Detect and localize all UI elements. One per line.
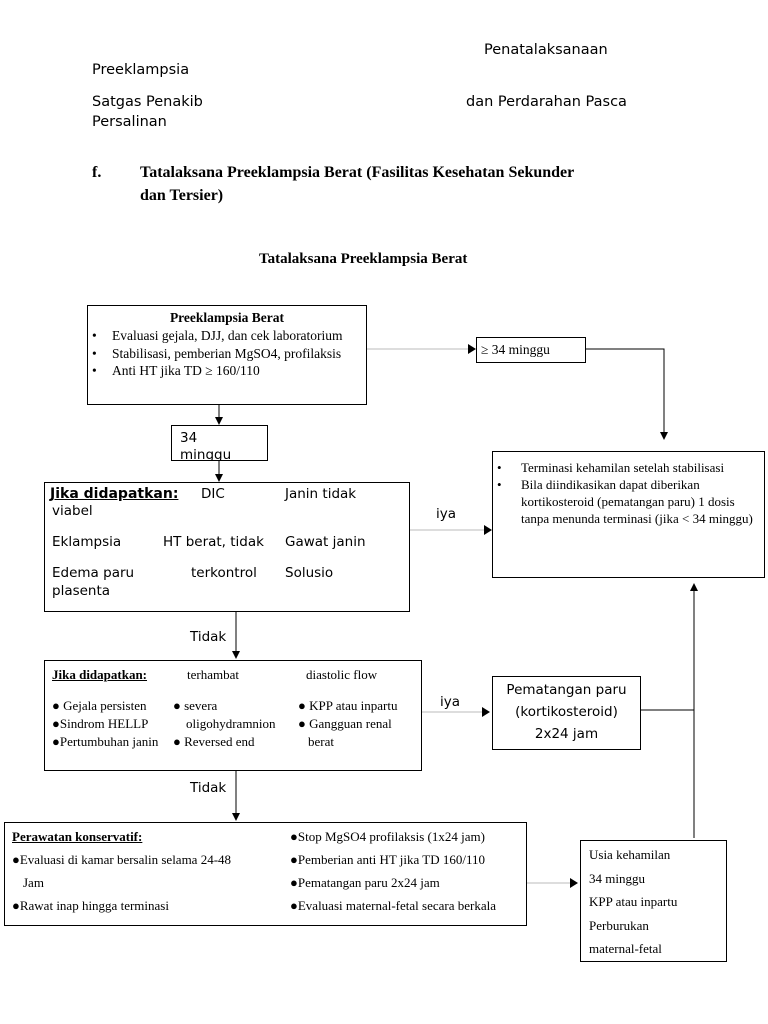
section-number: f. [92,164,102,181]
label-tidak-1: Tidak [190,629,227,645]
box-main-title: Preeklampsia Berat [169,310,285,325]
box-jika-didapatkan-2: Jika didapatkan: terhambat diastolic flo… [44,660,422,771]
section-title: Tatalaksana Preeklampsia Berat (Fasilita… [140,164,575,181]
arrow-jika2-to-pematangan-head [482,707,490,717]
box-34-minggu: 34 minggu [171,425,268,461]
jika2-oligohydramnion: oligohydramnion [186,716,276,731]
box-main-item: Evaluasi gejala, DJJ, dan cek laboratori… [88,327,366,345]
jika1-solusio: Solusio [285,565,334,581]
konservatif-pematangan: ●Pematangan paru 2x24 jam [290,875,440,890]
konservatif-evaluasi-berkala: ●Evaluasi maternal-fetal secara berkala [290,898,496,913]
usia-line: Perburukan [589,917,649,933]
box-preeklampsia-berat: Preeklampsia Berat Evaluasi gejala, DJJ,… [87,305,367,405]
box-34-line1: 34 [180,430,198,446]
konservatif-rawat-inap: ●Rawat inap hingga terminasi [12,898,169,913]
box-main-item: Anti HT jika TD ≥ 160/110 [88,362,366,380]
jika1-edema-paru: Edema paru [52,565,135,581]
header-subtitle: dan Perdarahan Pasca [466,94,627,110]
jika1-dic: DIC [201,486,225,502]
jika2-pertumbuhan: ●Pertumbuhan janin [52,734,159,749]
jika2-diastolic-flow: diastolic flow [306,667,378,682]
konservatif-jam: Jam [23,875,44,890]
box-usia-kehamilan: Usia kehamilan 34 minggu KPP atau inpart… [580,840,727,962]
pematangan-line3: 2x24 jam [534,726,599,742]
jika1-janin-tidak: Janin tidak [285,486,357,502]
header-title-right: Penatalaksanaan [484,42,608,58]
konservatif-stop-mgso4: ●Stop MgSO4 profilaksis (1x24 jam) [290,829,485,844]
jika2-reversed: ● Reversed end [173,734,255,749]
pematangan-line1: Pematangan paru [506,682,627,698]
label-tidak-2: Tidak [190,780,227,796]
arrow-jika1-to-terminate-head [484,525,492,535]
box-ge34-label: ≥ 34 minggu [481,342,550,357]
box-terminasi: Terminasi kehamilan setelah stabilisasi … [492,451,765,578]
jika2-terhambat: terhambat [187,667,239,682]
header-org: Satgas Penakib [92,94,203,110]
jika1-eklampsia: Eklampsia [52,534,122,550]
jika2-hellp: ●Sindrom HELLP [52,716,149,731]
usia-line: maternal-fetal [589,941,662,956]
box-main-item: Stabilisasi, pemberian MgSO4, profilaksi… [88,345,366,363]
jika2-kpp: ● KPP atau inpartu [298,698,398,713]
arrow-main-to-ge34-head [468,344,476,354]
jika2-berat: berat [308,734,334,749]
diagram-title: Tatalaksana Preeklampsia Berat [259,251,468,267]
box-pematangan-paru: Pematangan paru (kortikosteroid) 2x24 ja… [492,676,641,750]
usia-line: 34 minggu [589,870,645,886]
konservatif-heading: Perawatan konservatif: [12,829,143,844]
box-jika-didapatkan-1: Jika didapatkan: DIC Janin tidak viabel … [44,482,410,612]
jika1-heading: Jika didapatkan: [50,486,179,502]
jika2-renal: ● Gangguan renal [298,716,392,731]
box-main-list: Evaluasi gejala, DJJ, dan cek laboratori… [88,327,366,380]
box-perawatan-konservatif: Perawatan konservatif: ●Evaluasi di kama… [4,822,527,926]
header-title-left: Preeklampsia [92,62,190,78]
konservatif-anti-ht: ●Pemberian anti HT jika TD 160/110 [290,852,485,867]
konservatif-evaluasi: ●Evaluasi di kamar bersalin selama 24-48 [12,852,232,867]
jika1-terkontrol: terkontrol [191,565,257,581]
label-iya-1: iya [436,506,457,522]
jika2-heading: Jika didapatkan: [52,667,148,682]
pematangan-line2: (kortikosteroid) [515,704,618,720]
box-ge-34-minggu: ≥ 34 minggu [476,337,586,363]
header-subtitle-cont: Persalinan [92,114,167,130]
usia-line: KPP atau inpartu [589,894,678,909]
arrow-ge34-to-terminate [586,348,668,440]
jika2-gejala: ● Gejala persisten [52,698,147,713]
jika2-severa: ● severa [173,698,218,713]
usia-line: Usia kehamilan [589,847,671,862]
box-terminasi-list: Terminasi kehamilan setelah stabilisasi … [493,459,764,527]
box-terminasi-item: Terminasi kehamilan setelah stabilisasi [493,459,758,476]
jika1-plasenta: plasenta [52,583,111,599]
jika1-viabel: viabel [52,503,93,519]
section-title-cont: dan Tersier) [140,187,224,204]
box-terminasi-item: Bila diindikasikan dapat diberikan korti… [493,476,758,527]
box-34-line2: minggu [180,447,232,461]
jika1-ht-berat: HT berat, tidak [163,534,264,550]
arrow-konservatif-to-usia-head [570,878,578,888]
jika1-gawat-janin: Gawat janin [285,534,366,550]
label-iya-2: iya [440,694,461,710]
